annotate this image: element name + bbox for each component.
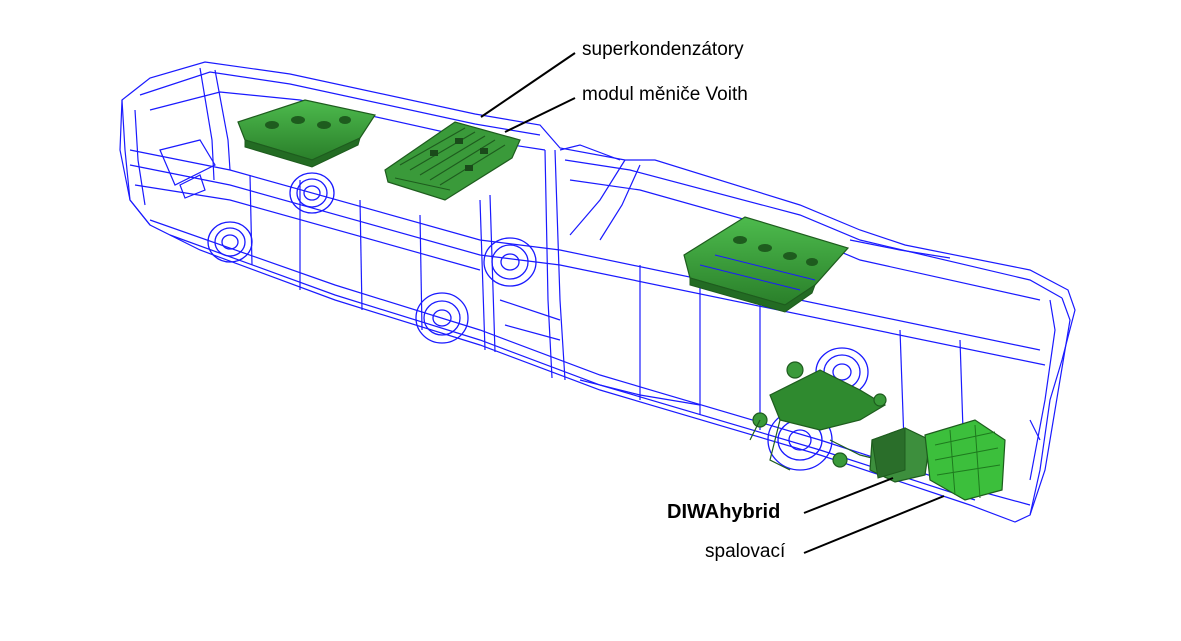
- leader-line-diwa-hybrid: [803, 477, 894, 514]
- roof-ac-unit-rear: [683, 216, 850, 313]
- label-combustion: spalovací: [705, 541, 786, 562]
- label-converter-module: modul měniče Voith: [582, 84, 748, 105]
- combustion-engine: [924, 419, 1006, 501]
- rear-axle-assembly: [749, 361, 887, 471]
- leader-line-converter-module: [504, 97, 576, 133]
- diwa-hybrid-transmission: [869, 427, 931, 483]
- leader-line-combustion: [803, 495, 945, 554]
- leader-lines: [480, 52, 945, 554]
- wheel-middle-upper: [483, 237, 537, 287]
- leader-line-supercapacitors: [480, 52, 576, 118]
- wheel-front-lower: [207, 221, 253, 263]
- label-supercapacitors: superkondenzátory: [582, 39, 744, 60]
- wheel-front-upper: [289, 172, 335, 214]
- supercapacitor-module: [384, 121, 521, 201]
- roof-ac-unit-front: [237, 99, 376, 168]
- wheel-middle-lower: [415, 292, 469, 344]
- label-diwa-hybrid: DIWAhybrid: [667, 501, 781, 523]
